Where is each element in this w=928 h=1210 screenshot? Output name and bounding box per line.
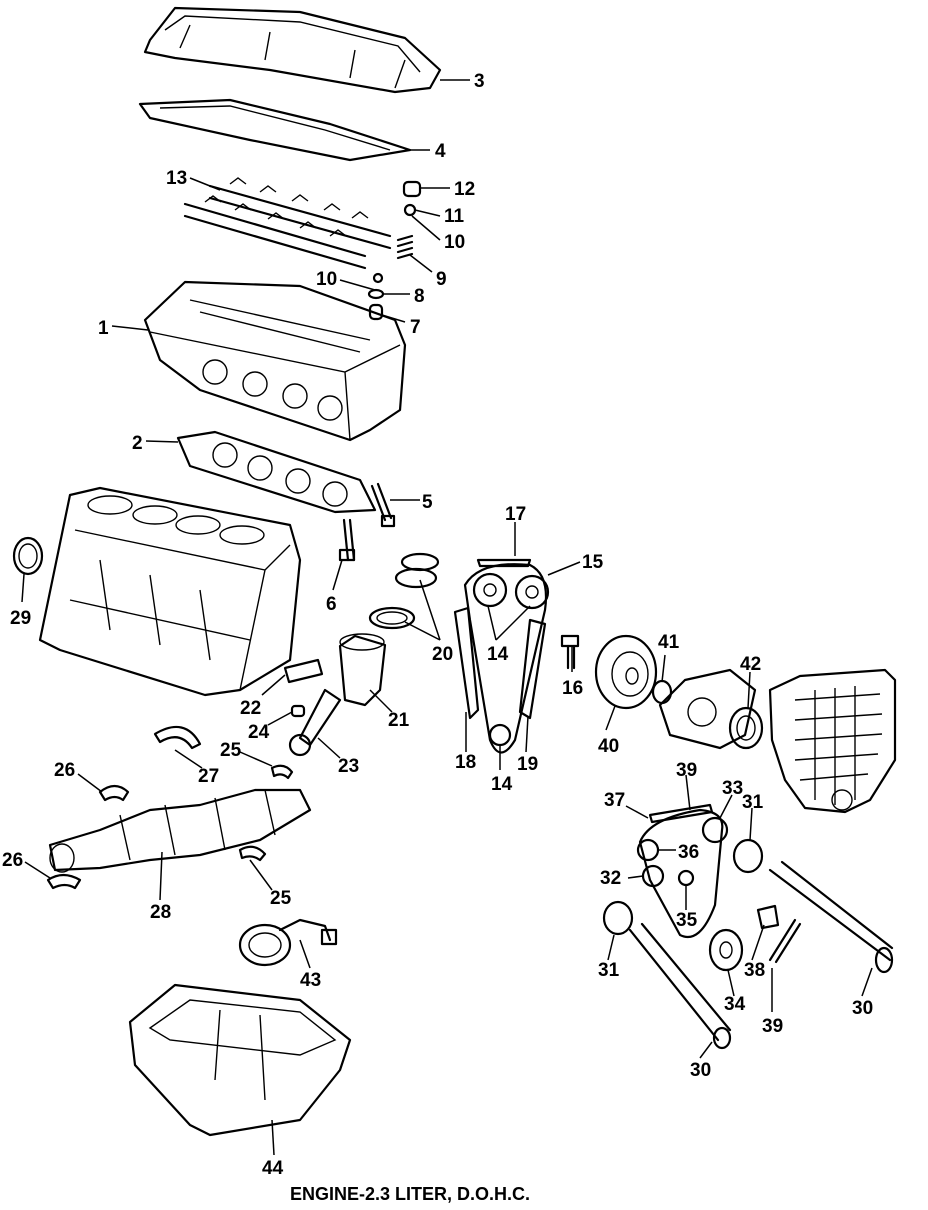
part-connecting-rod bbox=[288, 688, 342, 757]
callout-31b: 31 bbox=[598, 960, 620, 981]
callout-5: 5 bbox=[422, 492, 433, 513]
callout-11: 11 bbox=[444, 206, 465, 227]
callout-28: 28 bbox=[150, 902, 171, 923]
callout-33: 33 bbox=[722, 778, 743, 799]
part-bearings bbox=[153, 725, 294, 862]
lead-lines bbox=[21, 79, 873, 1156]
part-cylinder-head bbox=[143, 280, 407, 442]
callout-30b: 30 bbox=[690, 1060, 711, 1081]
callout-4: 4 bbox=[435, 141, 446, 162]
callout-37: 37 bbox=[604, 790, 625, 811]
part-oil-pan bbox=[128, 983, 352, 1137]
callout-12: 12 bbox=[454, 179, 475, 200]
callout-32: 32 bbox=[600, 868, 621, 889]
part-balance-shafts bbox=[602, 838, 894, 1050]
callout-17: 17 bbox=[505, 504, 526, 525]
callout-42: 42 bbox=[740, 654, 761, 675]
callout-27: 27 bbox=[198, 766, 219, 787]
diagram-caption: ENGINE-2.3 LITER, D.O.H.C. bbox=[290, 1184, 530, 1204]
callout-21: 21 bbox=[388, 710, 410, 731]
callout-26: 26 bbox=[54, 760, 75, 781]
part-valve-train bbox=[367, 180, 422, 321]
callout-40: 40 bbox=[598, 736, 619, 757]
part-valve-cover bbox=[143, 6, 442, 94]
part-rear-main-seal bbox=[12, 536, 44, 576]
callout-15: 15 bbox=[582, 552, 604, 573]
callout-1: 1 bbox=[98, 318, 109, 339]
callout-31: 31 bbox=[742, 792, 764, 813]
callout-23: 23 bbox=[338, 756, 359, 777]
part-timing-cover bbox=[768, 668, 897, 814]
part-piston-rings bbox=[368, 552, 440, 630]
callout-39b: 39 bbox=[762, 1016, 783, 1037]
callout-43: 43 bbox=[300, 970, 321, 991]
callout-6: 6 bbox=[326, 594, 337, 615]
part-crankshaft bbox=[48, 788, 312, 873]
part-tensioner-bolt bbox=[560, 634, 580, 670]
part-front-seal bbox=[651, 679, 673, 705]
callout-24: 24 bbox=[248, 722, 270, 743]
callout-14b: 14 bbox=[491, 774, 513, 795]
part-balance-shaft-seal bbox=[728, 706, 764, 750]
part-valve-cover-gasket bbox=[138, 98, 412, 162]
callout-20: 20 bbox=[432, 644, 453, 665]
callout-34: 34 bbox=[724, 994, 746, 1015]
part-camshafts bbox=[183, 177, 392, 270]
part-head-gasket bbox=[176, 430, 377, 514]
callout-labels: 3 4 13 12 11 10 9 10 8 7 1 2 5 17 15 29 … bbox=[2, 71, 873, 1179]
part-engine-block bbox=[38, 486, 302, 697]
callout-25: 25 bbox=[220, 740, 242, 761]
part-thrust-bearings bbox=[46, 784, 130, 890]
callout-18: 18 bbox=[455, 752, 476, 773]
callout-14: 14 bbox=[487, 644, 509, 665]
part-oil-pump bbox=[658, 668, 757, 750]
callout-13: 13 bbox=[166, 168, 187, 189]
callout-41: 41 bbox=[658, 632, 680, 653]
part-piston-pin bbox=[283, 658, 324, 684]
callout-9: 9 bbox=[436, 269, 447, 290]
callout-8: 8 bbox=[414, 286, 425, 307]
callout-16: 16 bbox=[562, 678, 583, 699]
callout-25b: 25 bbox=[270, 888, 292, 909]
callout-22: 22 bbox=[240, 698, 261, 719]
callout-35: 35 bbox=[676, 910, 698, 931]
callout-36: 36 bbox=[678, 842, 699, 863]
part-oil-pickup bbox=[238, 918, 338, 967]
part-crank-pulley bbox=[594, 634, 658, 710]
callout-3: 3 bbox=[474, 71, 485, 92]
callout-30: 30 bbox=[852, 998, 873, 1019]
callout-38: 38 bbox=[744, 960, 765, 981]
callout-19: 19 bbox=[517, 754, 538, 775]
callout-26b: 26 bbox=[2, 850, 23, 871]
part-timing-chain bbox=[463, 558, 550, 754]
part-piston bbox=[338, 633, 387, 707]
callout-44: 44 bbox=[262, 1158, 284, 1179]
part-head-bolts bbox=[338, 482, 396, 562]
callout-10: 10 bbox=[444, 232, 465, 253]
callout-39: 39 bbox=[676, 760, 697, 781]
part-balance-shaft-chain bbox=[636, 803, 729, 938]
callout-10b: 10 bbox=[316, 269, 337, 290]
part-balance-gears bbox=[708, 904, 802, 972]
callout-7: 7 bbox=[410, 317, 421, 338]
part-chain-guides bbox=[453, 606, 547, 720]
callout-29: 29 bbox=[10, 608, 31, 629]
callout-2: 2 bbox=[132, 433, 143, 454]
